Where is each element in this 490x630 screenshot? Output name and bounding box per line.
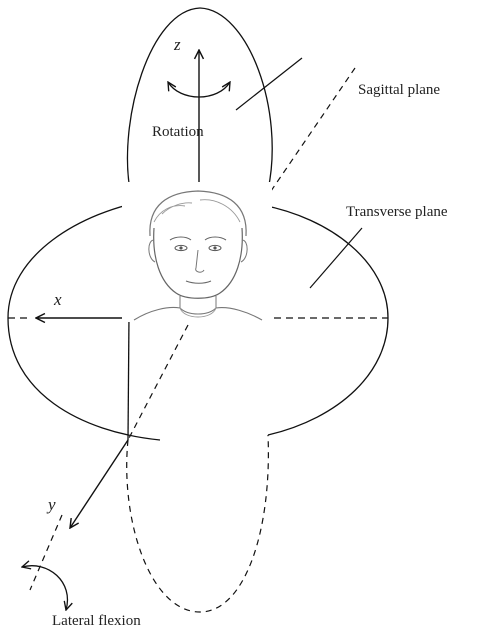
y-axis-label: y xyxy=(46,495,56,514)
sagittal-plane-hidden-lower xyxy=(126,434,269,613)
sagittal-plane-outline-right xyxy=(199,7,273,191)
transverse-label-leader xyxy=(309,227,363,289)
sagittal-plane-outline-left xyxy=(126,7,201,191)
lateral-flexion-arrow xyxy=(22,566,67,610)
face-illustration xyxy=(122,182,272,322)
y-axis-dashed-upper xyxy=(127,324,189,441)
rotation-arrow xyxy=(168,82,230,98)
y-axis-dashed-lower xyxy=(29,514,63,591)
transverse-plane-outline-right xyxy=(261,204,389,436)
sagittal-plane-label: Sagittal plane xyxy=(358,82,440,98)
y-axis-arrow xyxy=(70,439,129,528)
transverse-plane-label: Transverse plane xyxy=(346,204,448,220)
lateral-flexion-label: Lateral flexion xyxy=(52,613,141,629)
rotation-label: Rotation xyxy=(152,124,204,140)
z-axis-label: z xyxy=(173,35,181,54)
sagittal-label-leader xyxy=(235,57,303,111)
sagittal-plane-dashed-edge xyxy=(257,67,356,211)
x-axis-label: x xyxy=(53,290,62,309)
